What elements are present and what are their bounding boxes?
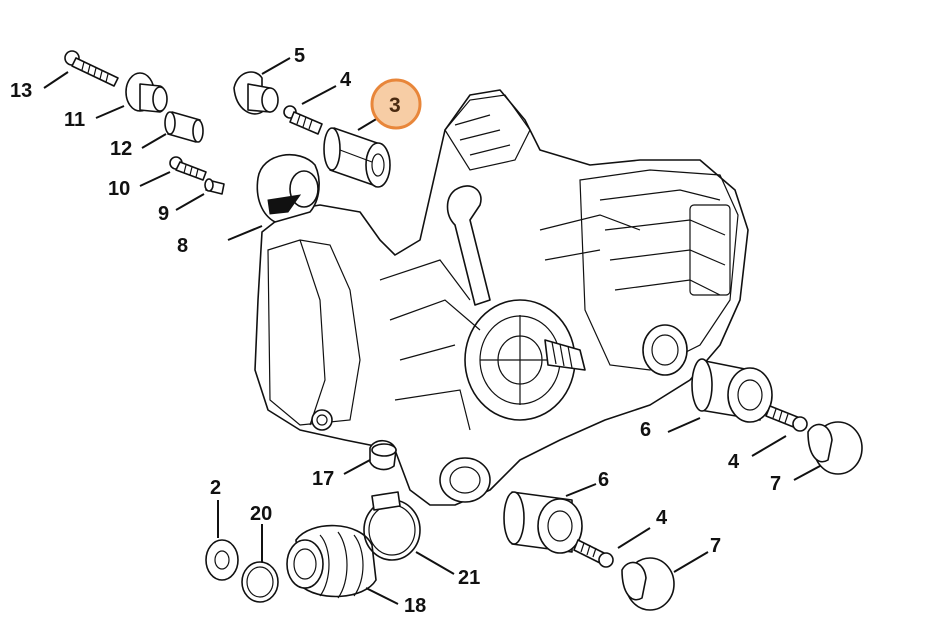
- annular-buffer-3-icon: [323, 127, 391, 188]
- callout-7a: 7: [770, 473, 781, 495]
- callout-3: 3: [389, 94, 401, 117]
- highlight-ring: [370, 78, 422, 130]
- callout-12: 12: [110, 138, 132, 160]
- screw-4b-icon: [765, 405, 808, 432]
- flanged-bushing-11-icon: [125, 72, 168, 113]
- leader-9: [175, 193, 205, 211]
- leader-12: [141, 133, 167, 149]
- callout-4c: 4: [656, 507, 668, 529]
- leader-6b: [565, 483, 597, 497]
- hose-clamp-21-icon: [363, 491, 421, 561]
- callout-10: 10: [108, 178, 130, 200]
- annular-buffer-6b-icon: [503, 491, 583, 554]
- screw-4a-icon: [283, 105, 323, 135]
- callout-13: 13: [10, 80, 32, 102]
- damper-8-icon: [256, 153, 320, 223]
- leader-13: [43, 71, 69, 89]
- callout-labels: 13 11 12 10 9 8 5 4 3 6 4 7 17 6 4 7 2 2…: [10, 45, 781, 617]
- leader-17: [343, 459, 371, 475]
- callout-6a: 6: [640, 419, 651, 441]
- callout-17: 17: [312, 468, 334, 490]
- screw-4c-icon: [573, 539, 614, 568]
- leader-18: [365, 587, 399, 605]
- callout-20: 20: [250, 503, 272, 525]
- leader-21: [415, 551, 455, 575]
- leader-5: [261, 57, 291, 75]
- callout-2: 2: [210, 477, 221, 499]
- leader-8: [227, 225, 263, 241]
- plug-7a-icon: [807, 421, 863, 475]
- callout-9: 9: [158, 203, 169, 225]
- callout-11: 11: [64, 109, 85, 131]
- callout-8: 8: [177, 235, 188, 257]
- plug-7b-icon: [621, 557, 675, 611]
- leader-4b: [751, 435, 787, 457]
- callout-7b: 7: [710, 535, 721, 557]
- leader-4c: [617, 527, 651, 549]
- callout-5: 5: [294, 45, 305, 67]
- callout-4a: 4: [340, 69, 352, 91]
- leader-3: [357, 117, 379, 131]
- annular-buffer-6a-icon: [691, 358, 773, 423]
- plug-17-icon: [369, 439, 397, 471]
- screw-10-icon: [169, 156, 207, 181]
- callout-18: 18: [404, 595, 426, 617]
- pin-9-icon: [204, 178, 225, 195]
- flanged-sleeve-5-icon: [233, 71, 279, 115]
- leader-4a: [301, 85, 337, 105]
- callout-6b: 6: [598, 469, 609, 491]
- ring-20-icon: [241, 561, 279, 603]
- callout-4b: 4: [728, 451, 740, 473]
- callout-21: 21: [458, 567, 480, 589]
- leader-10: [139, 171, 171, 187]
- leader-7b: [673, 551, 709, 573]
- sleeve-12-icon: [164, 111, 204, 143]
- leader-11: [95, 105, 125, 119]
- leader-6a: [667, 417, 701, 433]
- seal-2-icon: [205, 539, 239, 581]
- leader-7a: [793, 465, 821, 481]
- leader-lines: [43, 57, 821, 605]
- crankcase-housing: [254, 89, 749, 506]
- screw-13-icon: [64, 50, 119, 87]
- manifold-18-icon: [286, 524, 377, 599]
